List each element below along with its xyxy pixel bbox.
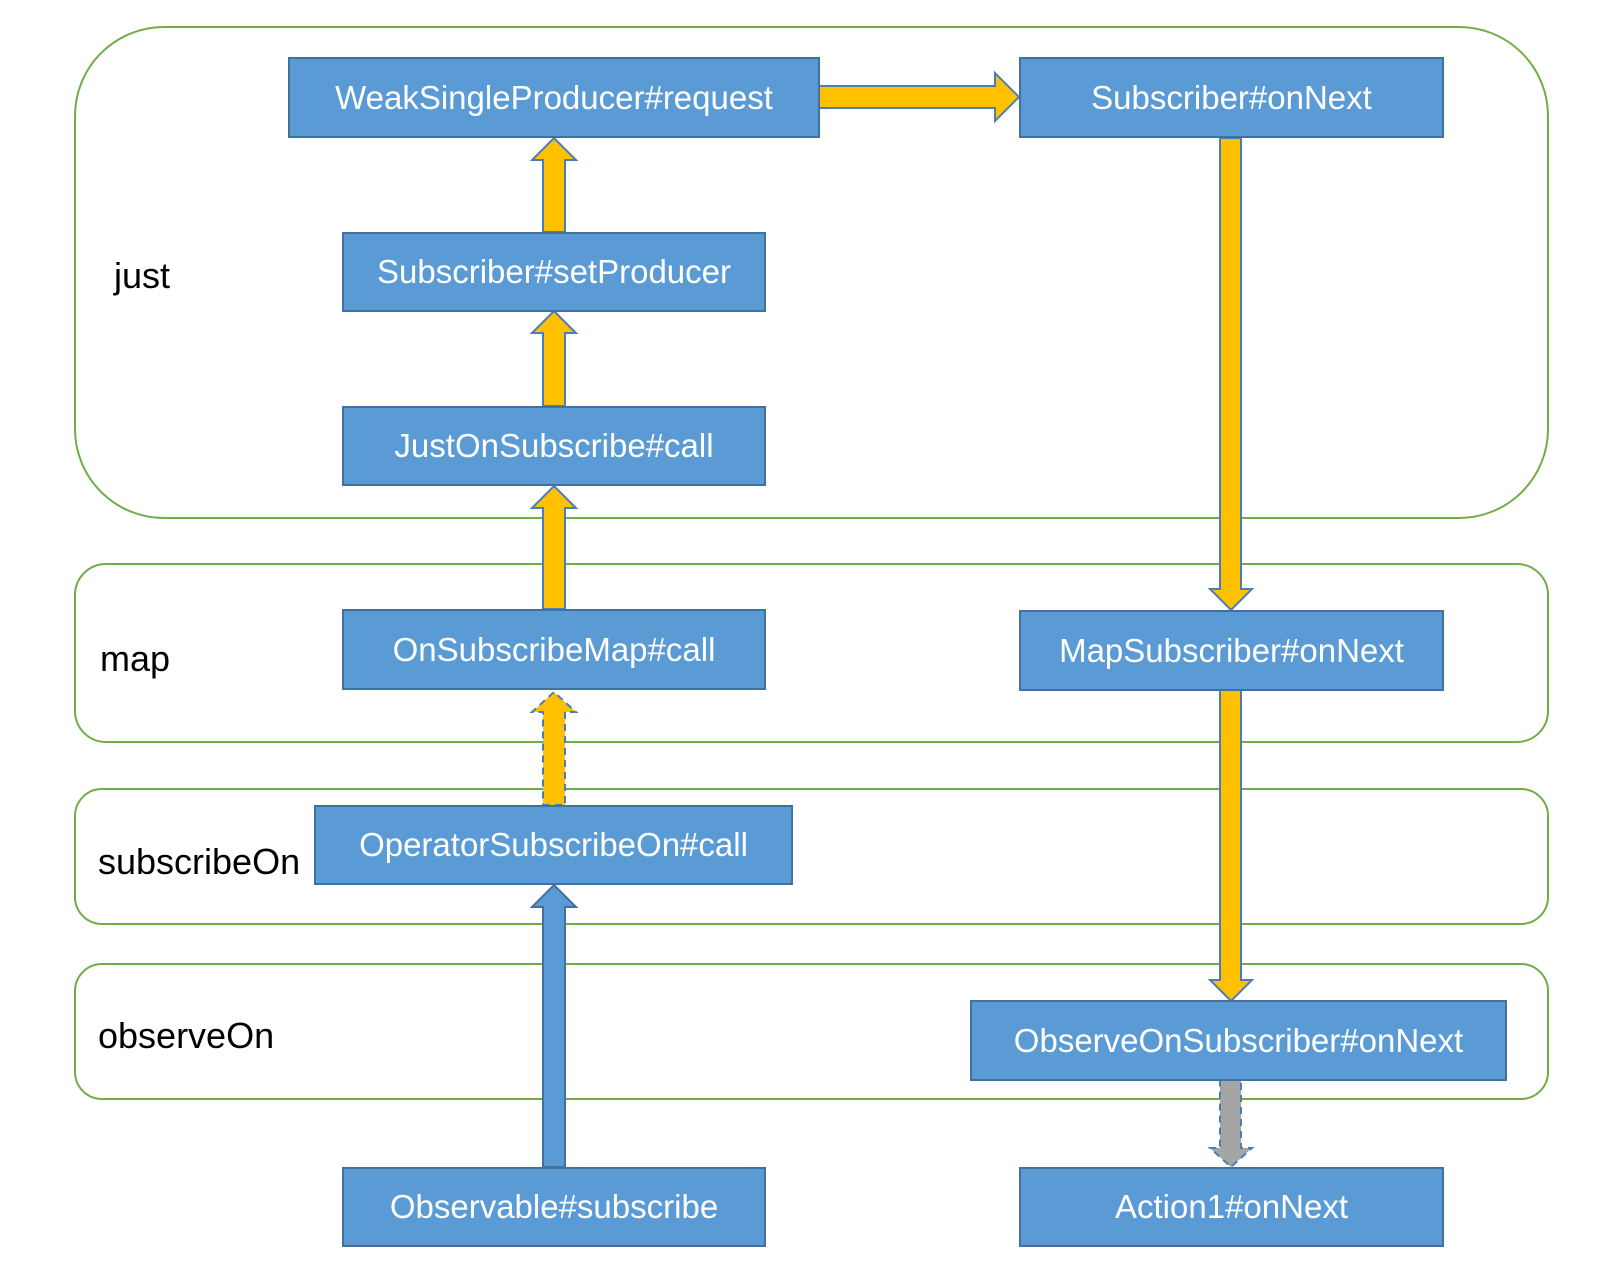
node-observable-subscribe: Observable#subscribe [342,1167,766,1247]
group-just-frame [74,26,1549,519]
arrow-request-to-subscriber-onnext [817,70,1021,124]
group-subscribeon-frame [74,788,1549,925]
arrow-subscriber-onnext-to-map-onnext [1207,137,1255,612]
arrow-map-to-justonsubscribe [529,484,579,610]
arrow-setproducer-to-request [529,136,579,233]
arrow-justonsubscribe-to-setproducer [529,309,579,407]
node-onsubscribemap-call: OnSubscribeMap#call [342,609,766,690]
arrow-subscribe-to-subscribeon [529,883,579,1168]
group-map-frame [74,563,1549,743]
node-mapsubscriber-onnext: MapSubscriber#onNext [1019,610,1444,691]
group-label-subscribeon: subscribeOn [98,841,301,882]
node-weak-single-producer-request: WeakSingleProducer#request [288,57,820,138]
node-justonsubscribe-call: JustOnSubscribe#call [342,406,766,486]
arrow-subscribeon-to-map-dashed [529,690,579,806]
node-subscriber-onnext: Subscriber#onNext [1019,57,1444,138]
node-operatorsubscribeon-call: OperatorSubscribeOn#call [314,805,793,885]
group-label-map: map [100,638,171,679]
group-label-just: just [114,255,171,296]
arrow-observeon-to-action1-dashed [1207,1079,1255,1169]
node-observeonsubscriber-onnext: ObserveOnSubscriber#onNext [970,1000,1507,1081]
group-observeon-frame [74,963,1549,1100]
group-label-observeon: observeOn [98,1015,275,1056]
node-action1-onnext: Action1#onNext [1019,1167,1444,1247]
node-subscriber-setproducer: Subscriber#setProducer [342,232,766,312]
arrow-map-onnext-to-observeon-onnext [1207,689,1255,1003]
